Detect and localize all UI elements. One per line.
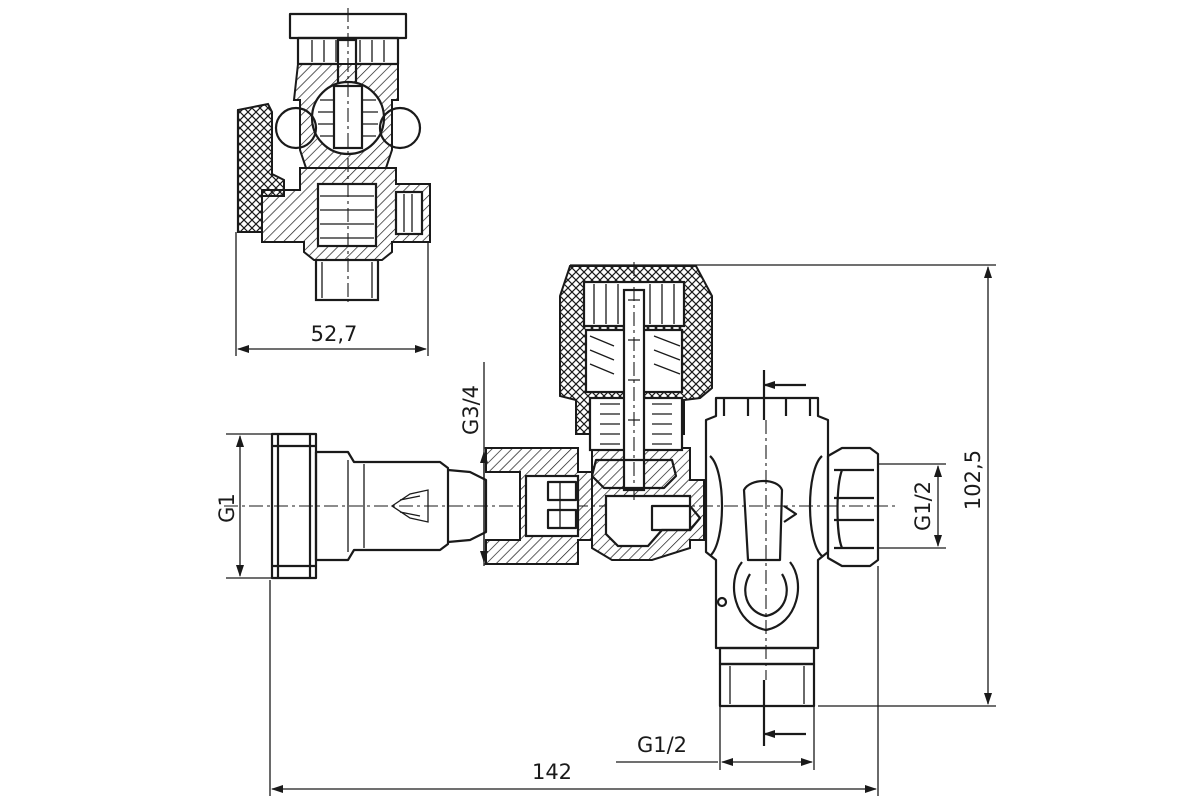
dim-top-view-width: 52,7 — [311, 322, 358, 346]
safety-valve-cap — [559, 262, 713, 500]
section-marker — [762, 370, 806, 746]
dim-main-inlet: G1 — [215, 493, 239, 523]
top-view: 52,7 — [235, 8, 431, 356]
dim-side-outlet: G1/2 — [911, 481, 935, 531]
dim-g34: G3/4 — [459, 362, 504, 566]
side-outlet-nut — [826, 446, 880, 568]
dim-height: 102,5 — [570, 264, 996, 707]
main-view: G1 G3/4 G1/2 102,5 — [215, 262, 996, 796]
valve-body — [591, 447, 705, 561]
dim-overall-height: 102,5 — [961, 450, 985, 510]
dim-connection-top: G3/4 — [459, 385, 483, 435]
dim-g12-bottom: G1/2 — [616, 706, 815, 770]
dim-overall-length: 142 — [532, 760, 572, 784]
ball-valve-housing — [704, 396, 830, 708]
dim-g12-side: G1/2 — [878, 463, 946, 549]
connector-g34 — [485, 447, 593, 565]
dim-length: 142 — [269, 566, 879, 796]
dim-bottom-outlet: G1/2 — [637, 733, 687, 757]
dim-g1: G1 — [215, 433, 276, 579]
